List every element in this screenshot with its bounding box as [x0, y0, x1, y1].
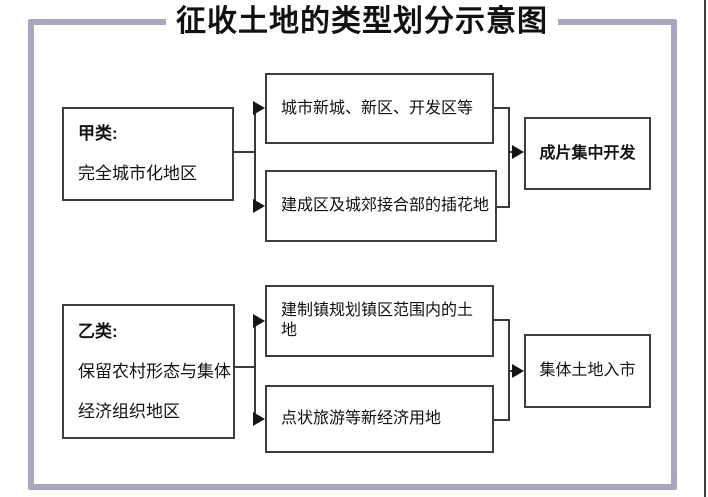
arrow-right-icon — [253, 412, 265, 426]
category-b-description-line1: 保留农村形态与集体 — [78, 361, 231, 381]
branch-box-urban-new-districts: 城市新城、新区、开发区等 — [265, 73, 494, 144]
branch-label: 建制镇规划镇区范围内的土地 — [281, 302, 474, 339]
result-label: 成片集中开发 — [539, 144, 636, 162]
branch-label: 建成区及城郊接合部的插花地 — [281, 197, 490, 214]
branch-box-builtup-fringe-land: 建成区及城郊接合部的插花地 — [265, 170, 497, 242]
result-box-concentrated-development: 成片集中开发 — [524, 117, 651, 190]
connector-line — [494, 419, 510, 421]
arrow-right-icon — [253, 101, 265, 115]
category-b-heading: 乙类: — [78, 321, 118, 341]
connector-line — [254, 107, 256, 208]
branch-box-tourism-economy-land: 点状旅游等新经济用地 — [265, 385, 494, 453]
branch-label: 城市新城、新区、开发区等 — [281, 99, 474, 117]
connector-line — [508, 151, 514, 153]
connector-line — [254, 320, 256, 420]
category-a-box: 甲类: 完全城市化地区 — [62, 107, 234, 201]
connector-line — [497, 206, 510, 208]
result-label: 集体土地入市 — [539, 362, 636, 379]
branch-box-town-planning-land: 建制镇规划镇区范围内的土地 — [265, 285, 494, 357]
category-a-heading: 甲类: — [78, 124, 118, 143]
category-b-description-line2: 经济组织地区 — [78, 401, 180, 421]
connector-line — [235, 366, 256, 368]
diagram-title: 征收土地的类型划分示意图 — [166, 3, 558, 40]
branch-label: 点状旅游等新经济用地 — [281, 410, 442, 427]
arrow-right-icon — [253, 199, 265, 213]
connector-line — [508, 107, 510, 208]
arrow-right-icon — [253, 314, 265, 328]
arrow-right-icon — [512, 145, 524, 159]
connector-line — [234, 151, 256, 153]
connector-line — [494, 319, 510, 321]
arrow-right-icon — [512, 364, 524, 378]
connector-line — [508, 370, 514, 372]
result-box-collective-land-market: 集体土地入市 — [524, 334, 651, 408]
category-b-box: 乙类: 保留农村形态与集体 经济组织地区 — [62, 304, 235, 439]
connector-line — [494, 107, 510, 109]
category-a-description: 完全城市化地区 — [78, 164, 197, 183]
page-right-edge-line — [704, 0, 706, 497]
